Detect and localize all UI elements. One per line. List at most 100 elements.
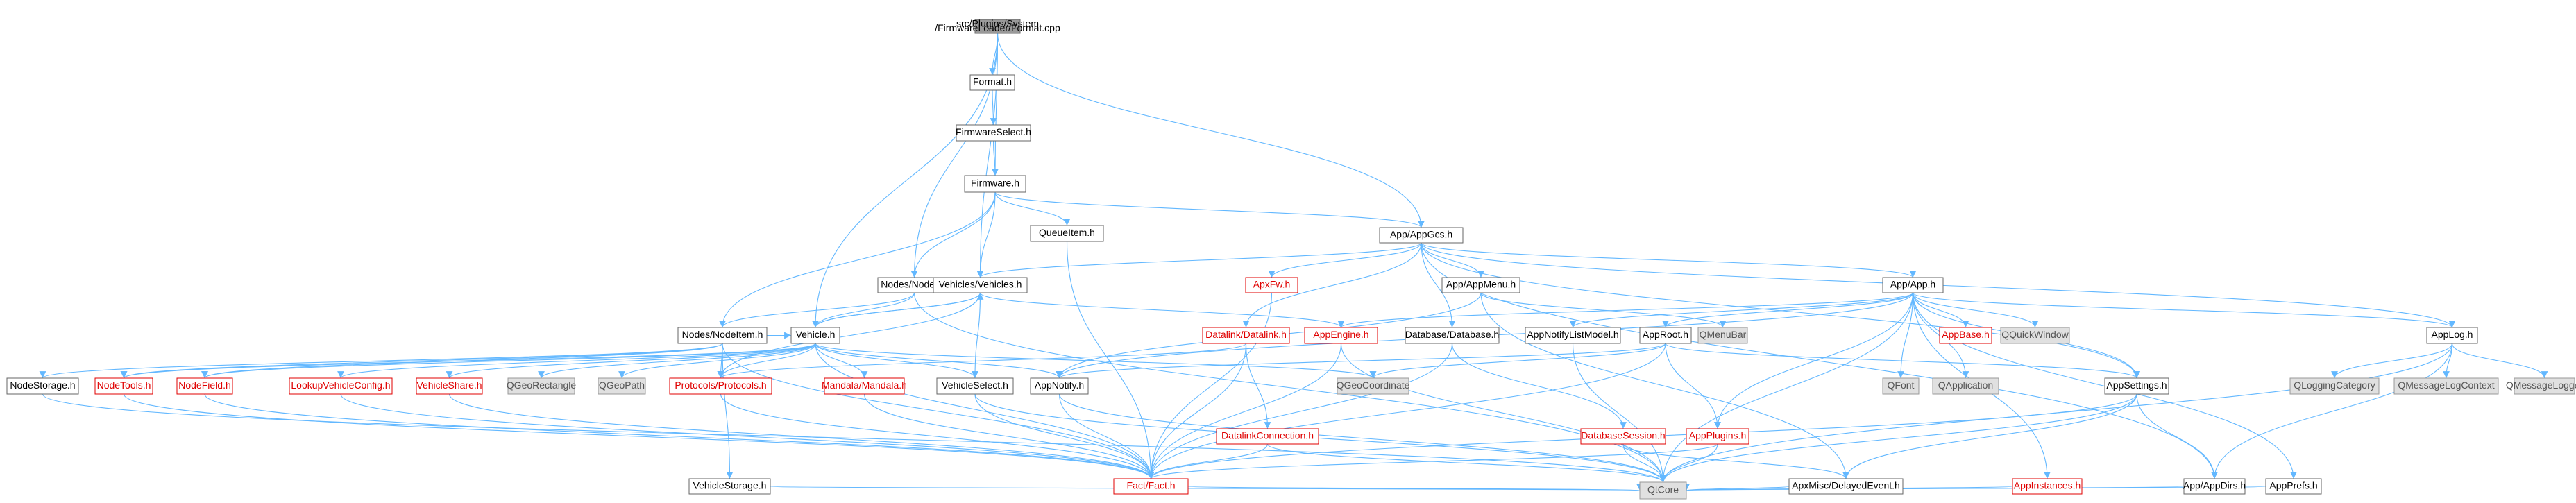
dependency-edge	[1266, 443, 1667, 483]
dependency-edge	[538, 343, 816, 379]
node-appnotifylist[interactable]: AppNotifyListModel.h	[1525, 327, 1621, 344]
node-box	[1580, 428, 1666, 445]
node-vehicles[interactable]: Vehicles/Vehicles.h	[933, 277, 1028, 293]
node-app[interactable]: App/App.h	[1882, 277, 1944, 293]
node-box	[1697, 327, 1748, 344]
node-approot[interactable]: AppRoot.h	[1639, 327, 1692, 344]
node-box	[669, 377, 772, 395]
node-appengine[interactable]: AppEngine.h	[1304, 327, 1378, 344]
dependency-edge	[863, 393, 1155, 479]
node-label: Vehicle.h	[796, 329, 836, 340]
dependency-edges	[39, 33, 2548, 491]
node-datalink[interactable]: Datalink/Datalink.h	[1202, 327, 1290, 344]
node-appmenu[interactable]: App/AppMenu.h	[1441, 277, 1520, 293]
node-box	[1882, 377, 1920, 395]
node-label: Mandala/Mandala.h	[822, 380, 907, 391]
node-box	[1882, 277, 1944, 293]
dependency-edge	[815, 343, 1063, 379]
node-box	[2000, 327, 2070, 344]
node-appsettings[interactable]: AppSettings.h	[2104, 377, 2169, 395]
node-root[interactable]: src/Plugins/System/FirmwareLoader/Format…	[935, 17, 1060, 34]
node-appplugins[interactable]: AppPlugins.h	[1686, 428, 1749, 445]
dependency-edge	[815, 343, 868, 379]
dependency-edge	[1480, 292, 1849, 479]
node-label: AppBase.h	[1942, 329, 1990, 340]
node-label: AppEngine.h	[1313, 329, 1368, 340]
node-vehicleselect[interactable]: VehicleSelect.h	[936, 377, 1014, 395]
dependency-edge	[337, 343, 816, 379]
dependency-edge	[719, 292, 915, 328]
node-vehiclestorage[interactable]: VehicleStorage.h	[688, 478, 771, 495]
dependency-edge	[1421, 242, 1917, 278]
node-box	[956, 124, 1031, 142]
node-label: QApplication	[1938, 380, 1993, 391]
dependency-edge	[1659, 292, 1914, 483]
node-label: VehicleSelect.h	[942, 380, 1008, 391]
node-appprefs[interactable]: AppPrefs.h	[2265, 478, 2322, 495]
node-protocols[interactable]: Protocols/Protocols.h	[669, 377, 772, 395]
node-label: QQuickWindow	[2001, 329, 2069, 340]
node-box	[1441, 277, 1520, 293]
dependency-edge	[913, 292, 1667, 483]
node-label: /FirmwareLoader/Format.cpp	[935, 22, 1060, 33]
node-qmsglogger: QMessageLogger	[2506, 377, 2576, 395]
node-nodefield[interactable]: NodeField.h	[176, 377, 233, 395]
dependency-edge	[204, 393, 1155, 479]
node-apxmisc[interactable]: ApxMisc/DelayedEvent.h	[1788, 478, 1904, 495]
node-box	[2426, 327, 2478, 344]
node-appinstances[interactable]: AppInstances.h	[2012, 478, 2083, 495]
node-lookupvc[interactable]: LookupVehicleConfig.h	[289, 377, 393, 395]
dependency-edge	[1147, 343, 1666, 479]
node-mandala[interactable]: Mandala/Mandala.h	[822, 377, 907, 395]
dependency-edge	[1058, 393, 1155, 479]
dependency-edge	[1662, 292, 1914, 328]
dependency-edge	[1340, 343, 1667, 483]
node-appgcs[interactable]: App/AppGcs.h	[1379, 227, 1464, 244]
node-format[interactable]: Format.h	[969, 74, 1015, 91]
node-label: Format.h	[973, 76, 1012, 87]
node-nodetools[interactable]: NodeTools.h	[94, 377, 153, 395]
node-applog[interactable]: AppLog.h	[2426, 327, 2478, 344]
node-database[interactable]: Database/Database.h	[1405, 327, 1500, 344]
node-box	[2265, 478, 2322, 495]
dependency-edge	[1451, 343, 1627, 429]
node-queueitem[interactable]: QueueItem.h	[1030, 225, 1104, 242]
node-label: Database/Database.h	[1405, 329, 1499, 340]
file-nodes: src/Plugins/System/FirmwareLoader/Format…	[6, 17, 2576, 500]
node-label: App/AppDirs.h	[2183, 480, 2246, 491]
dependency-edge	[1147, 343, 1247, 479]
node-label: AppRoot.h	[1643, 329, 1688, 340]
node-nodeitem[interactable]: Nodes/NodeItem.h	[677, 327, 768, 344]
node-box	[1202, 327, 1290, 344]
node-appbase[interactable]: AppBase.h	[1939, 327, 1992, 344]
dependency-edge	[2211, 343, 2453, 479]
node-box	[2289, 377, 2380, 395]
node-datalinkconn[interactable]: DatalinkConnection.h	[1216, 428, 1319, 445]
node-box	[1405, 327, 1500, 344]
node-appdirs[interactable]: App/AppDirs.h	[2183, 478, 2246, 495]
node-box	[1030, 225, 1104, 242]
node-label: QMessageLogContext	[2398, 380, 2494, 391]
dependency-edge	[994, 191, 1071, 226]
node-dbsession[interactable]: DatabaseSession.h	[1580, 428, 1666, 445]
dependency-edge	[1147, 343, 1453, 479]
dependency-edge	[1147, 292, 1273, 479]
node-fact[interactable]: Fact/Fact.h	[1113, 478, 1189, 495]
dependency-edge	[1714, 292, 1914, 429]
node-qgeopath: QGeoPath	[598, 377, 646, 395]
node-fwselect[interactable]: FirmwareSelect.h	[956, 124, 1031, 142]
node-label: App/App.h	[1890, 279, 1935, 290]
node-vehicleshare[interactable]: VehicleShare.h	[416, 377, 483, 395]
node-appnotify[interactable]: AppNotify.h	[1030, 377, 1089, 395]
node-firmware[interactable]: Firmware.h	[964, 175, 1026, 193]
dependency-edge	[201, 343, 816, 379]
dependency-edge	[1147, 443, 1718, 479]
dependency-edge	[1665, 343, 2140, 379]
node-box	[974, 19, 1021, 34]
node-label: QFont	[1888, 380, 1915, 391]
node-box	[1337, 377, 1409, 395]
node-vehicle[interactable]: Vehicle.h	[790, 327, 840, 344]
node-nodestorage[interactable]: NodeStorage.h	[6, 377, 79, 395]
node-apxfw[interactable]: ApxFw.h	[1245, 277, 1298, 293]
node-qmenubar: QMenuBar	[1697, 327, 1748, 344]
